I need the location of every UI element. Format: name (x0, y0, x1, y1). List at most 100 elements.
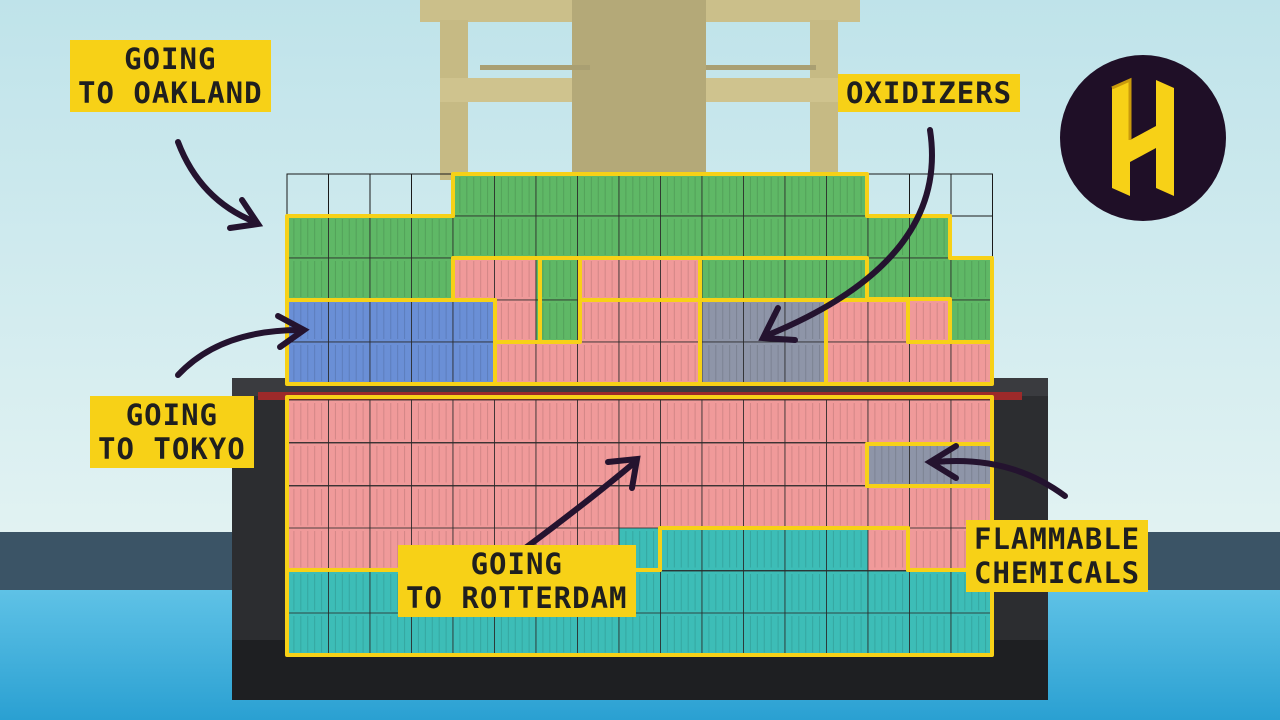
arrow-tokyo-head (275, 313, 310, 350)
container-cell (909, 612, 952, 656)
container-cell (369, 612, 412, 656)
container-cell (411, 442, 454, 486)
container-cell (784, 570, 827, 614)
container-cell (867, 215, 910, 259)
container-cell (411, 399, 454, 443)
arrow-oakland-head (227, 197, 264, 231)
container-cell (701, 173, 744, 217)
container-cell (743, 612, 786, 656)
container-cell (452, 485, 495, 529)
label-line: TO ROTTERDAM (406, 581, 628, 615)
container-cell (452, 442, 495, 486)
container-cell (618, 215, 661, 259)
label-line: TO OAKLAND (78, 76, 263, 110)
container-cell (369, 341, 412, 385)
container-cell (411, 299, 454, 343)
container-cell (784, 442, 827, 486)
container-cell (660, 570, 703, 614)
container-cell (743, 442, 786, 486)
container-cell (535, 341, 578, 385)
container-cell (826, 612, 869, 656)
container-cell (452, 215, 495, 259)
container-cell (701, 215, 744, 259)
container-cell (535, 215, 578, 259)
group-outlines (285, 172, 994, 657)
container-cell (867, 341, 910, 385)
label-line: GOING (470, 547, 563, 581)
container-cell (369, 442, 412, 486)
container-cell (784, 257, 827, 301)
container-cell (867, 399, 910, 443)
label-flammable-chemicals: FLAMMABLE CHEMICALS (966, 520, 1149, 592)
container-cell (369, 485, 412, 529)
container-cell (701, 570, 744, 614)
container-cell (660, 341, 703, 385)
container-cell (328, 485, 371, 529)
container-cell (369, 299, 412, 343)
container-cell (660, 173, 703, 217)
arrow-rotterdam (517, 459, 638, 555)
container-cell (286, 485, 329, 529)
container-cell (660, 442, 703, 486)
container-cell (826, 173, 869, 217)
container-cell (577, 173, 620, 217)
container-cell (577, 341, 620, 385)
container-cell (328, 399, 371, 443)
container-cell (618, 442, 661, 486)
label-going-to-oakland: GOING TO OAKLAND (70, 40, 271, 112)
container-cell (618, 612, 661, 656)
arrow-flammable (932, 458, 1068, 499)
container-cell (535, 299, 578, 343)
rotterdam-upper-outline (451, 256, 702, 386)
container-cell (577, 215, 620, 259)
container-cell (660, 485, 703, 529)
container-cell (618, 341, 661, 385)
container-cell (701, 299, 744, 343)
container-cell (701, 485, 744, 529)
arrows (175, 127, 1068, 555)
flammable-outline (865, 442, 994, 488)
container-cell (660, 612, 703, 656)
label-line: TO TOKYO (98, 432, 246, 466)
container-cell (743, 173, 786, 217)
container-cell (826, 442, 869, 486)
container-cell (286, 442, 329, 486)
container-cell (618, 399, 661, 443)
container-cell (784, 612, 827, 656)
label-line: GOING (124, 42, 217, 76)
label-line: CHEMICALS (974, 556, 1141, 590)
container-cell (369, 399, 412, 443)
container-cell (535, 257, 578, 301)
container-cell (867, 527, 910, 571)
container-cell (826, 527, 869, 571)
arrow-rotterdam-head (605, 455, 641, 491)
h-logo-icon (1060, 55, 1226, 221)
container-cell (826, 485, 869, 529)
container-cell (660, 299, 703, 343)
container-cell (328, 257, 371, 301)
container-cell (660, 257, 703, 301)
container-cell (494, 341, 537, 385)
arrow-flammable-head (924, 443, 959, 481)
container-cell (286, 612, 329, 656)
container-cell (535, 399, 578, 443)
container-cell (701, 612, 744, 656)
container-cell (743, 215, 786, 259)
container-cell (701, 442, 744, 486)
container-cell (452, 341, 495, 385)
container-cell (452, 399, 495, 443)
container-cell (743, 485, 786, 529)
container-cell (826, 215, 869, 259)
arrow-tokyo (175, 327, 303, 378)
container-cell (784, 215, 827, 259)
container-cell (701, 399, 744, 443)
container-stack (286, 173, 993, 656)
container-cell (660, 399, 703, 443)
container-cell (494, 173, 537, 217)
container-cell (328, 215, 371, 259)
container-cell (743, 341, 786, 385)
label-oxidizers: OXIDIZERS (838, 74, 1021, 112)
container-cell (577, 257, 620, 301)
container-cell (411, 215, 454, 259)
container-cell (950, 257, 993, 301)
